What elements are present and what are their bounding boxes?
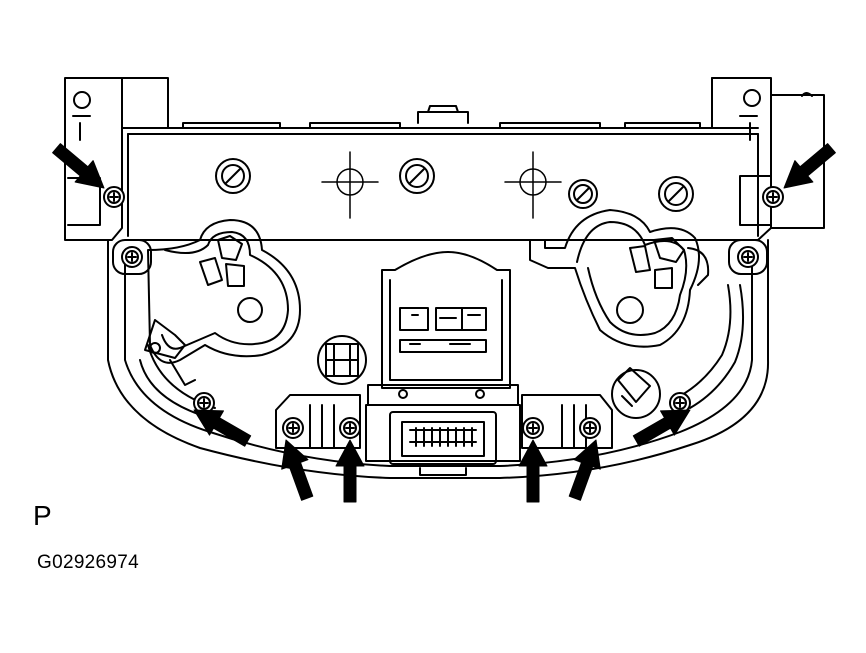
pointer-arrow-icon — [632, 409, 691, 447]
left-bracket — [64, 77, 169, 241]
screw-icon — [282, 417, 304, 439]
pointer-arrows — [52, 143, 836, 503]
pointer-arrow-icon — [568, 439, 601, 501]
mounting-screws — [103, 186, 784, 439]
crosshair-markers — [321, 151, 562, 219]
housing-inner-edge — [124, 249, 753, 467]
screw-icon — [121, 246, 143, 268]
view-letter: P — [33, 500, 52, 531]
right-cam-lever — [529, 209, 710, 348]
center-connector — [365, 251, 521, 476]
figure-id: G02926974 — [37, 552, 140, 573]
pointer-arrow-icon — [335, 439, 365, 503]
lower-left-mount — [275, 394, 361, 449]
right-bracket — [711, 77, 825, 241]
screw-icon — [737, 246, 759, 268]
pointer-arrow-icon — [52, 143, 105, 189]
pointer-arrow-icon — [281, 439, 314, 501]
top-rail — [127, 105, 759, 241]
screw-icon — [522, 417, 544, 439]
pointer-arrow-icon — [193, 409, 252, 447]
screw-icon — [762, 186, 784, 208]
screw-icon — [579, 417, 601, 439]
upper-screws — [215, 158, 694, 212]
housing-body — [107, 239, 770, 479]
screw-icon — [103, 186, 125, 208]
pointer-arrow-icon — [783, 143, 836, 189]
right-rotary-switch — [611, 367, 661, 419]
left-rotary-switch — [317, 335, 367, 385]
right-channel — [679, 284, 744, 409]
screw-icon — [339, 417, 361, 439]
screw-icon — [669, 392, 691, 414]
pointer-arrow-icon — [518, 439, 548, 503]
left-cam-lever — [144, 219, 301, 386]
right-ear — [728, 239, 768, 275]
